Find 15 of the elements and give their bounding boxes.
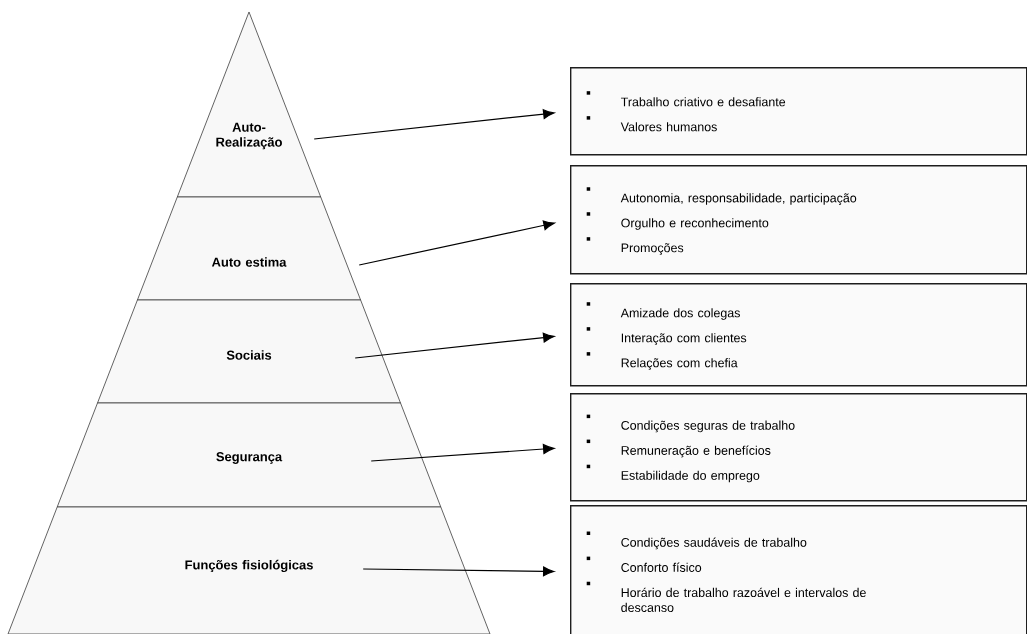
arrow [354, 332, 555, 359]
pyramid-level: Auto-Realização [176, 11, 322, 198]
pyramid-level: Sociais [97, 299, 401, 404]
arrow [370, 444, 555, 462]
arrow [313, 109, 555, 140]
bullet-list-box: Autonomia, responsabilidade, participação Orgulho e reconhecimento Promoções [570, 165, 1027, 275]
bullet-list-box: Amizade dos colegas Interação com clientes Relações com chefia [570, 283, 1027, 387]
bullet-list-box: Condições saudáveis de trabalho Conforto físico Horário de trabalho razoável e intervalos de descanso [570, 505, 1027, 634]
bullet-list-box: Condições seguras de trabalho Remuneração e benefícios Estabilidade do emprego [570, 393, 1027, 502]
arrow [358, 220, 555, 266]
pyramid-level: Auto estima [137, 196, 361, 301]
pyramid-level: Segurança [56, 402, 442, 508]
pyramid-level: Funções fisiológicas [7, 506, 491, 634]
arrow [362, 566, 555, 577]
bullet-list-box: Trabalho criativo e desafiante Valores humanos [570, 67, 1027, 156]
